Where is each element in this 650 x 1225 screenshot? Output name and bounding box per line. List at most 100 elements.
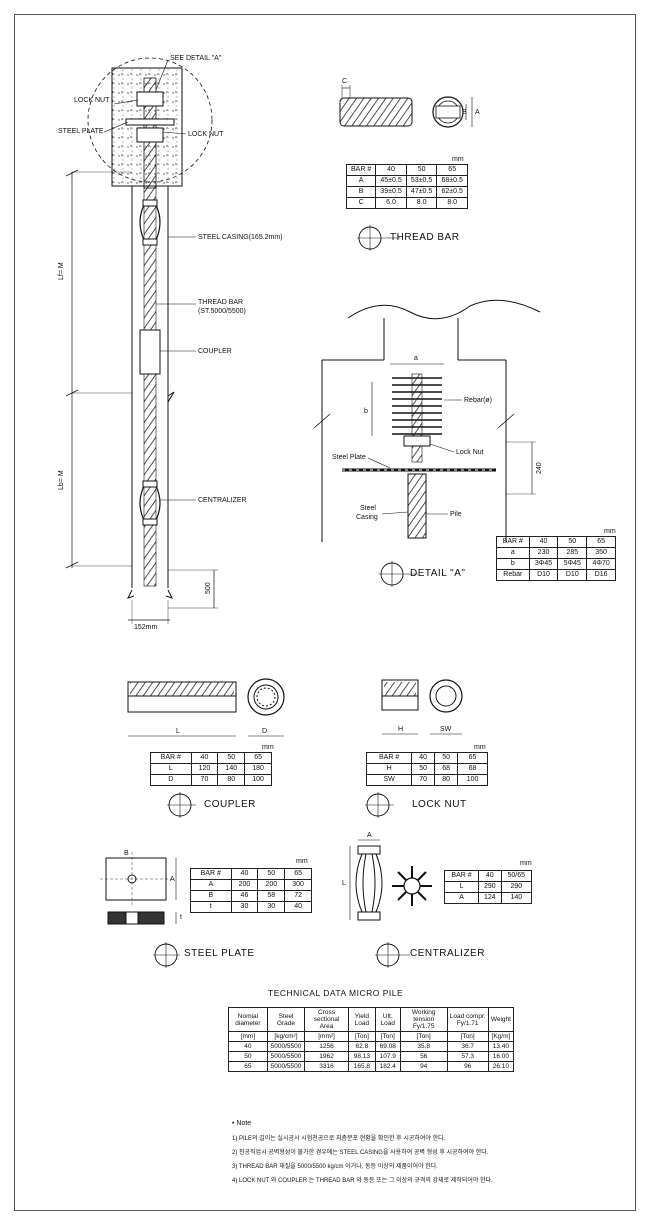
centralizer-unit-label: mm — [520, 860, 532, 867]
technical-units-row: [mm][kg/cm²][mm²][Ton][Ton][Ton][Ton][Kg… — [228, 1031, 515, 1042]
table-cell: 30 — [230, 901, 259, 913]
table-cell: D16 — [586, 569, 616, 581]
table-cell: Cross sectional Area — [304, 1007, 349, 1032]
lock-nut-right-label: LOCK NUT — [188, 131, 224, 138]
table-cell: 40 — [190, 752, 219, 764]
table-cell: BAR # — [345, 164, 377, 176]
table-cell: b — [496, 558, 530, 570]
note-3: 3) THREAD BAR 재질을 5000/5500 kg/cm 이거나, 동… — [232, 1164, 438, 1170]
table-cell: 47±0.5 — [405, 186, 438, 198]
detail-a-a-label: a — [414, 355, 418, 362]
table-cell: D10 — [528, 569, 559, 581]
table-cell: 350 — [586, 547, 616, 559]
coupler-d-label: D — [262, 728, 268, 735]
table-cell: 26.10 — [487, 1061, 515, 1072]
note-2: 2) 천공직업시 공벽형성이 불가한 경우에는 STEEL CASING을 사용… — [232, 1150, 489, 1156]
thread-a-label: A — [475, 109, 480, 116]
thread-bar-title: THREAD BAR — [390, 232, 460, 243]
table-cell: 40 — [230, 868, 259, 880]
table-cell: 39±0.5 — [375, 186, 407, 198]
table-cell: 45±0.5 — [375, 175, 407, 187]
table-cell: 62.8 — [347, 1041, 376, 1052]
table-cell: 285 — [557, 547, 588, 559]
table-cell: 8.0 — [436, 197, 468, 209]
table-cell: 180 — [244, 763, 272, 775]
table-cell: 80 — [434, 774, 459, 786]
table-cell: 50 — [228, 1051, 268, 1062]
table-cell: 35.8 — [399, 1041, 448, 1052]
plate-t-label: t — [180, 914, 182, 921]
table-cell: Weight — [487, 1007, 515, 1032]
detail-pile-label: Pile — [450, 511, 462, 518]
table-cell: 68 — [434, 763, 459, 775]
table-cell: Nomial diameter — [228, 1007, 268, 1032]
thread-bar-label: THREAD BAR — [198, 299, 244, 306]
table-cell: 65 — [228, 1061, 268, 1072]
dim-152-label: 152mm — [134, 624, 158, 631]
table-cell: A — [443, 892, 480, 904]
coupler-label: COUPLER — [198, 348, 232, 355]
table-cell: 68 — [457, 763, 488, 775]
table-cell: 94 — [399, 1061, 448, 1072]
rebar-label: Rebar(ø) — [464, 397, 493, 404]
table-cell: 200 — [230, 879, 259, 891]
table-cell: L — [150, 763, 192, 775]
table-cell: BAR # — [496, 536, 530, 548]
table-cell: 98.13 — [347, 1051, 376, 1062]
table-cell: D — [150, 774, 192, 786]
table-cell: 140 — [217, 763, 246, 775]
table-cell: [Kg/m] — [487, 1031, 515, 1042]
centralizer-label: CENTRALIZER — [198, 497, 247, 504]
table-cell: A — [345, 175, 377, 187]
table-cell: 70 — [190, 774, 219, 786]
table-cell: 100 — [244, 774, 272, 786]
detail-steel-label: Steel — [360, 505, 376, 512]
table-cell: 65 — [436, 164, 468, 176]
lock-nut-unit-label: mm — [474, 744, 486, 751]
table-cell: Ult. Load — [374, 1007, 401, 1032]
table-cell: 107.9 — [374, 1051, 401, 1062]
table-cell: Rebar — [496, 569, 530, 581]
coupler-drawing — [127, 678, 285, 818]
table-cell: 80 — [217, 774, 246, 786]
table-cell: 72 — [284, 890, 312, 902]
lock-nut-sw-label: SW — [440, 726, 452, 733]
coupler-unit-label: mm — [262, 744, 274, 751]
table-cell: 70 — [411, 774, 436, 786]
table-cell: 4Φ70 — [586, 558, 616, 570]
table-cell: 3316 — [304, 1061, 349, 1072]
table-cell: 13.40 — [487, 1041, 515, 1052]
table-cell: Load compr. Fy/1.71 — [446, 1007, 489, 1032]
lock-nut-h-label: H — [398, 726, 404, 733]
table-cell: 62±0.5 — [436, 186, 468, 198]
plate-unit-label: mm — [296, 858, 308, 865]
lf-label: Lf= M — [58, 262, 65, 280]
plate-b-label: B — [124, 850, 129, 857]
table-cell: t — [190, 901, 232, 913]
table-cell: 50 — [217, 752, 246, 764]
table-cell: [Ton] — [347, 1031, 376, 1042]
table-cell: [mm²] — [304, 1031, 349, 1042]
dim-500-label: 500 — [205, 582, 212, 594]
detail-casing-label: Casing — [356, 514, 378, 521]
table-cell: 30 — [257, 901, 286, 913]
table-cell: L — [443, 881, 480, 893]
coupler-l-label: L — [176, 728, 180, 735]
centralizer-drawing — [349, 839, 432, 968]
technical-title: TECHNICAL DATA MICRO PILE — [268, 988, 404, 998]
